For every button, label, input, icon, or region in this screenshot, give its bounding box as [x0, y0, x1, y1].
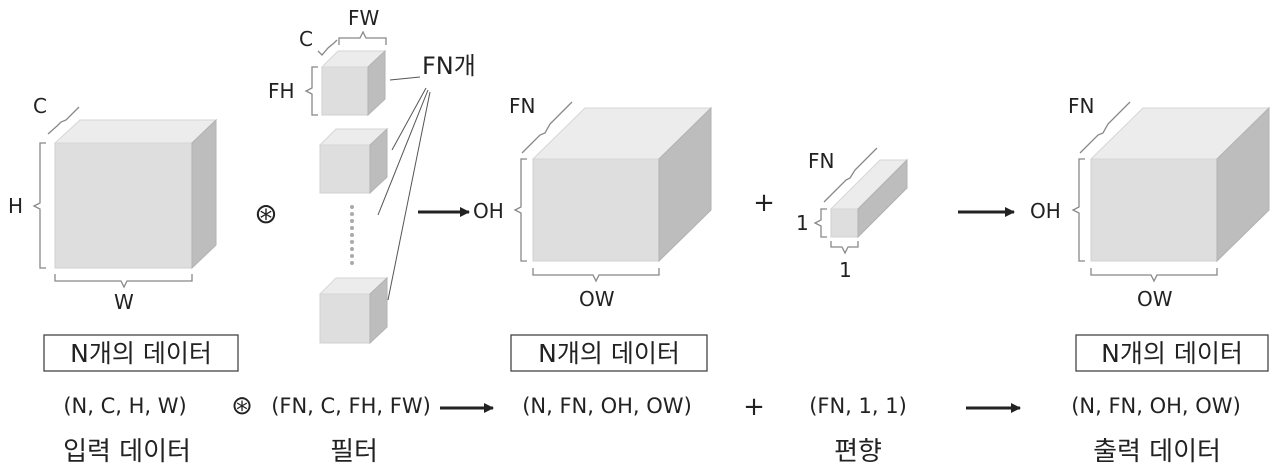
- output-count-label: N개의 데이터: [1101, 339, 1243, 368]
- output-dim-oh: OH: [1030, 199, 1061, 223]
- filter-c-brace: [317, 39, 338, 56]
- input-dim-h: H: [8, 194, 23, 218]
- input-count-box: [43, 334, 239, 372]
- output-count-box: [1075, 334, 1269, 372]
- filter-count-label: FN개: [422, 52, 476, 80]
- input-h-brace: [32, 142, 46, 269]
- bias-fn-brace: [823, 147, 878, 203]
- output-dim-fn: FN: [1068, 94, 1094, 118]
- bias-dim-1-left: 1: [796, 211, 809, 235]
- input-count-label: N개의 데이터: [70, 339, 212, 368]
- filter-ellipsis-dots: [350, 205, 354, 265]
- input-shape: (N, C, H, W): [63, 394, 186, 418]
- output-ow-brace: [1090, 268, 1218, 283]
- middle-shape: (N, FN, OH, OW): [522, 394, 692, 418]
- bias-1-bottom-brace: [830, 241, 859, 255]
- bias-dim-fn: FN: [808, 149, 834, 173]
- middle-count-label: N개의 데이터: [538, 339, 680, 368]
- middle-dim-ow: OW: [579, 287, 615, 311]
- filter-fh-brace: [304, 66, 318, 116]
- input-caption: 입력 데이터: [63, 437, 191, 467]
- middle-dim-fn: FN: [509, 94, 535, 118]
- output-oh-brace: [1071, 158, 1085, 262]
- middle-dim-oh: OH: [473, 199, 504, 223]
- middle-fn-brace: [521, 101, 573, 154]
- conv-operator-bottom: ⊛: [231, 391, 253, 421]
- bias-caption: 편향: [834, 437, 882, 467]
- filter-cube-1: [320, 49, 387, 117]
- filter-dim-fh: FH: [268, 79, 295, 103]
- filter-cube-2: [318, 127, 389, 195]
- output-dim-ow: OW: [1137, 287, 1173, 311]
- filter-dim-fw: FW: [348, 6, 380, 30]
- filter-caption: 필터: [330, 437, 378, 467]
- input-c-brace: [47, 106, 80, 135]
- plus-operator-top: +: [753, 188, 775, 218]
- input-w-brace: [54, 274, 193, 289]
- bias-1-left-brace: [813, 208, 827, 238]
- filter-dim-c: C: [299, 27, 313, 51]
- output-fn-brace: [1079, 101, 1131, 154]
- filter-count-connectors: [377, 76, 431, 301]
- middle-cube: [531, 106, 713, 263]
- input-cube: [53, 118, 218, 270]
- output-caption: 출력 데이터: [1093, 437, 1221, 467]
- middle-ow-brace: [532, 268, 660, 283]
- output-cube: [1089, 106, 1271, 263]
- filter-fw-brace: [338, 30, 387, 45]
- bias-bar: [829, 158, 909, 239]
- filter-shape: (FN, C, FH, FW): [271, 394, 431, 418]
- input-dim-w: W: [114, 290, 134, 314]
- middle-count-box: [510, 334, 708, 372]
- output-shape: (N, FN, OH, OW): [1071, 394, 1241, 418]
- bias-dim-1-bottom: 1: [839, 258, 852, 282]
- input-dim-c: C: [33, 94, 47, 118]
- plus-operator-bottom: +: [743, 392, 765, 422]
- filter-cube-3: [318, 276, 389, 345]
- bias-shape: (FN, 1, 1): [809, 394, 907, 418]
- middle-oh-brace: [513, 158, 527, 262]
- conv-operator-top: ⊛: [254, 197, 277, 230]
